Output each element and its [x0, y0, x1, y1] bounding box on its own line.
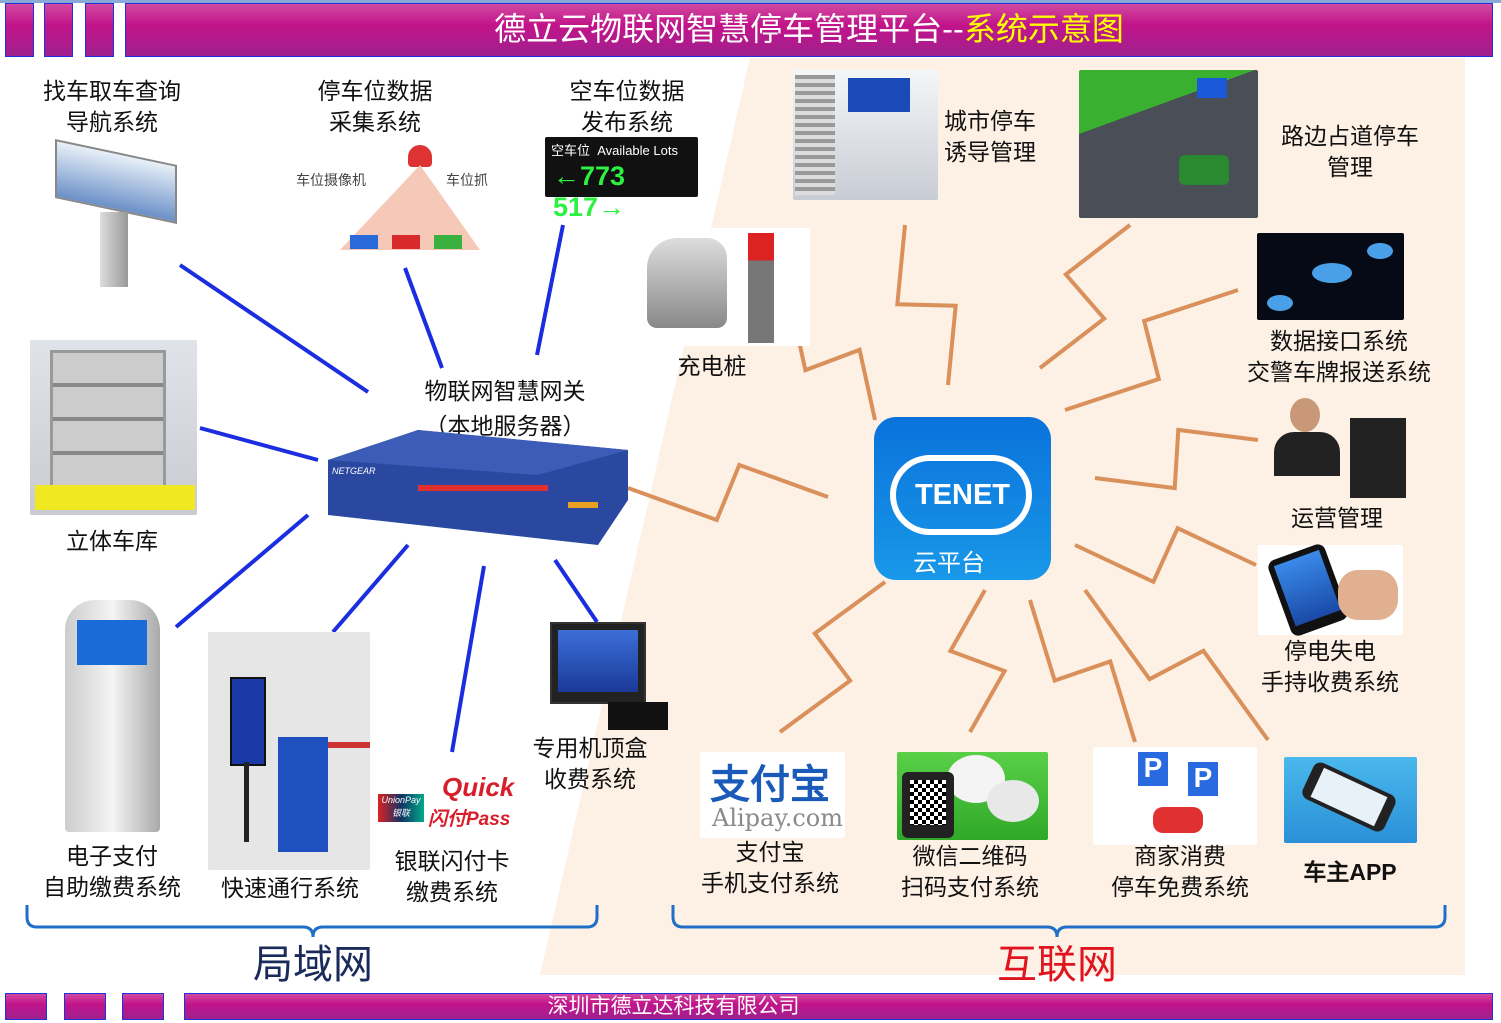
unionpay-label: 银联闪付卡缴费系统	[394, 849, 510, 906]
cloud-icon	[890, 455, 1032, 535]
kiosk-touchscreen-image	[55, 139, 177, 292]
data-interface-label: 数据接口系统交警车牌报送系统	[1247, 329, 1431, 386]
find-car-label: 找车取车查询导航系统	[43, 79, 181, 136]
wireless-link-bolt	[1094, 427, 1259, 491]
internet-bracket	[671, 905, 1447, 938]
gateway-server-image: NETGEAR	[328, 430, 628, 545]
city-guide-image	[793, 70, 938, 200]
network-link	[174, 513, 310, 629]
wireless-link-bolt	[1064, 288, 1239, 412]
network-link	[178, 263, 370, 394]
wechat-label: 微信二维码扫码支付系统	[901, 844, 1039, 901]
local-bracket	[25, 905, 599, 938]
footer-bar: 深圳市德立达科技有限公司	[184, 993, 1493, 1020]
handheld-label: 停电失电手持收费系统	[1261, 639, 1399, 696]
kiosk-label: 电子支付自助缴费系统	[43, 844, 181, 901]
wireless-link-bolt	[627, 462, 829, 523]
merchant-parking-image: P P	[1093, 747, 1257, 845]
internet-section-label: 互联网	[997, 942, 1117, 988]
roadside-label: 路边占道停车管理	[1281, 124, 1419, 181]
wechat-qr-image	[897, 752, 1048, 840]
network-link	[450, 565, 486, 753]
fast-pass-label: 快速通行系统	[221, 876, 359, 902]
merchant-label: 商家消费停车免费系统	[1111, 844, 1249, 901]
wireless-link-bolt	[1038, 223, 1132, 370]
data-interface-image	[1257, 233, 1404, 320]
operation-label: 运营管理	[1291, 506, 1383, 532]
city-guide-label: 城市停车诱导管理	[944, 109, 1036, 166]
network-link	[199, 426, 319, 462]
owner-app-label: 车主APP	[1303, 859, 1397, 885]
page-subtitle: 系统示意图	[963, 10, 1124, 48]
roadside-parking-image	[1079, 70, 1258, 218]
lan-section-label: 局域网	[253, 942, 373, 988]
stereo-garage-image	[30, 340, 197, 515]
network-link	[331, 543, 410, 634]
settop-box-image	[548, 620, 668, 735]
tenet-cloud-platform[interactable]: TENET 云平台	[874, 417, 1051, 580]
header-bar: 德立云物联网智慧停车管理平台--系统示意图	[125, 3, 1493, 57]
wireless-link-bolt	[1028, 599, 1137, 743]
gateway-label: 物联网智慧网关（本地服务器）	[424, 379, 586, 440]
network-link	[403, 267, 444, 369]
payment-kiosk-image	[65, 600, 160, 832]
page-title: 德立云物联网智慧停车管理平台--	[494, 10, 964, 48]
operator-computer-image	[1270, 398, 1408, 498]
vacancy-sign-image: 空车位 Available Lots ←773 517→	[545, 137, 698, 222]
parking-camera-image: 车位摄像机 车位抓	[290, 145, 490, 260]
garage-label: 立体车库	[66, 529, 158, 555]
handheld-phone-image	[1258, 542, 1403, 638]
alipay-logo: 支付宝 Alipay.com	[700, 752, 845, 838]
wireless-link-bolt	[1083, 588, 1270, 742]
network-link	[553, 558, 599, 624]
company-name: 深圳市德立达科技有限公司	[547, 994, 800, 1018]
owner-app-image	[1284, 757, 1417, 843]
charging-pile-image	[645, 228, 810, 346]
wireless-link-bolt	[895, 224, 958, 386]
space-publish-label: 空车位数据发布系统	[569, 79, 685, 136]
barrier-gate-image	[208, 632, 370, 870]
wireless-link-bolt	[947, 589, 1008, 733]
space-collect-label: 停车位数据采集系统	[317, 79, 433, 136]
wireless-link-bolt	[1074, 525, 1257, 585]
settop-label: 专用机顶盒收费系统	[532, 736, 648, 793]
charger-label: 充电桩	[677, 354, 747, 380]
wireless-link-bolt	[778, 580, 887, 734]
network-link	[535, 224, 565, 356]
alipay-label: 支付宝手机支付系统	[701, 840, 839, 897]
